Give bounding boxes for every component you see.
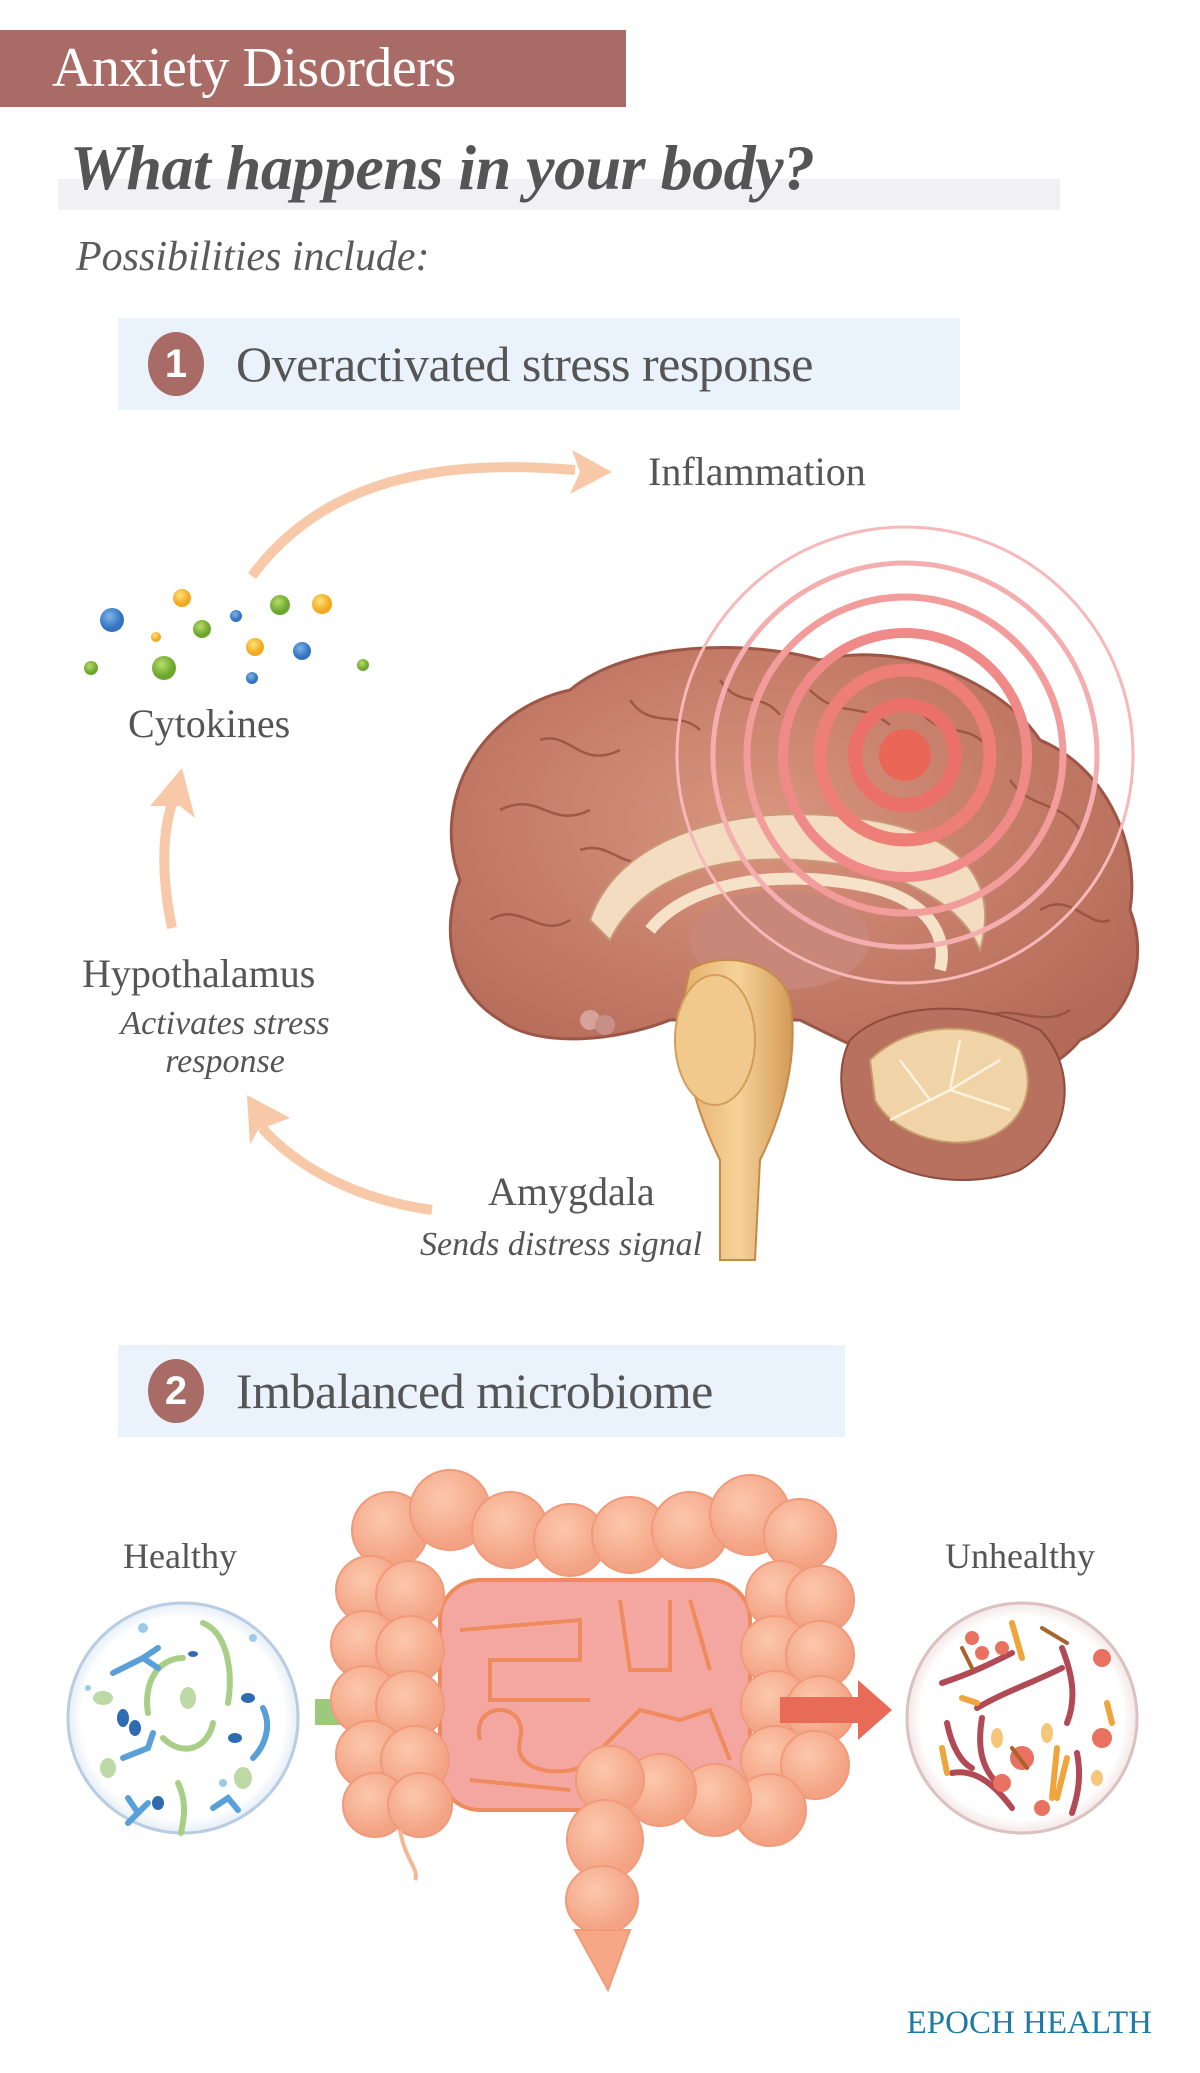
title-banner <box>0 30 626 107</box>
unhealthy-label: Unhealthy <box>945 1536 1095 1576</box>
section-2-header: 2 Imbalanced microbiome <box>118 1345 845 1437</box>
arrow-hypothalamus-to-cytokines-icon <box>150 768 195 930</box>
healthy-microbiome-icon <box>66 1601 300 1836</box>
page-title: Anxiety Disorders <box>52 37 456 99</box>
intro-text: Possibilities include: <box>76 234 430 280</box>
cytokines-icon <box>84 589 369 684</box>
inflammation-label: Inflammation <box>648 449 866 494</box>
section-1-header: 1 Overactivated stress response <box>118 318 960 410</box>
inflammation-rings-icon <box>675 525 1135 985</box>
hypothalamus-description-line1: Activates stress <box>120 1005 330 1042</box>
arrow-cytokines-to-inflammation-icon <box>247 450 612 579</box>
arrow-amygdala-to-hypothalamus-icon <box>247 1095 433 1215</box>
section-2-title: Imbalanced microbiome <box>236 1363 713 1419</box>
section-2-number-badge: 2 <box>148 1359 204 1423</box>
subtitle-highlight <box>58 179 1060 210</box>
section-1-number-badge: 1 <box>148 332 204 396</box>
amygdala-label: Amygdala <box>488 1169 655 1214</box>
healthy-label: Healthy <box>123 1536 237 1576</box>
cytokines-label: Cytokines <box>128 701 291 746</box>
amygdala-description: Sends distress signal <box>420 1226 703 1263</box>
unhealthy-arrow-icon <box>780 1680 892 1740</box>
section-1-title: Overactivated stress response <box>236 336 813 392</box>
page-subtitle: What happens in your body? <box>70 132 815 203</box>
hypothalamus-description-line2: response <box>165 1043 285 1080</box>
hypothalamus-label: Hypothalamus <box>82 951 316 996</box>
epoch-health-logo: EPOCH HEALTH <box>906 2005 1152 2041</box>
intestine-illustration <box>330 1469 855 1993</box>
unhealthy-microbiome-icon <box>905 1601 1139 1835</box>
